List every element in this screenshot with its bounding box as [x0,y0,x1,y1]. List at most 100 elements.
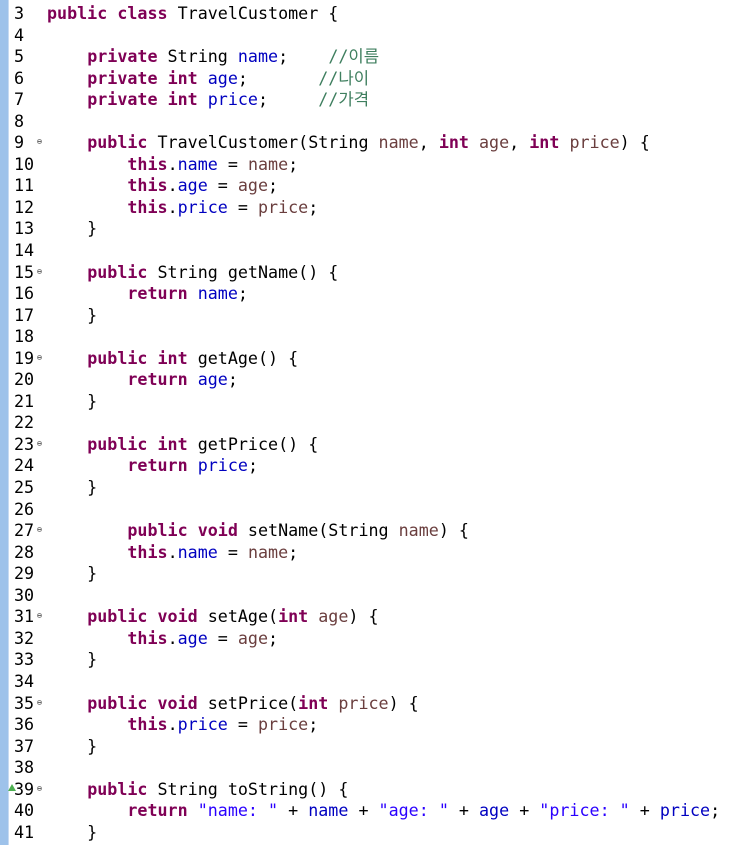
code-token [188,800,198,820]
code-line[interactable]: 4 [14,25,750,47]
code-line[interactable]: 33 } [14,649,750,671]
code-line[interactable]: 13 } [14,218,750,240]
code-token [47,520,127,540]
code-text: return age; [47,369,238,391]
code-token: age [318,606,349,627]
line-number: 3 [14,3,25,23]
code-line[interactable]: 21 } [14,391,750,413]
code-line[interactable]: 29 } [14,563,750,585]
code-line[interactable]: 5 private String name; //이름 [14,46,750,68]
line-number: 26 [14,498,35,519]
code-token [47,154,127,174]
line-number: 13 [14,218,35,239]
overview-ruler[interactable] [0,0,9,845]
code-line[interactable]: 25 } [14,477,750,499]
code-line[interactable]: 38 [14,757,750,779]
code-token: private [87,89,158,110]
line-number: 19 [14,347,35,368]
line-number: 23 [14,433,35,454]
code-line[interactable]: 15 public String getName() { [14,262,750,284]
code-text: this.price = price; [47,714,318,736]
code-token: . [167,175,178,196]
code-token [188,283,198,303]
code-line[interactable]: 17 } [14,305,750,327]
code-line[interactable]: 28 this.name = name; [14,542,750,564]
code-token: int [167,67,198,88]
code-line[interactable]: 27 public void setName(String name) { [14,520,750,542]
code-line[interactable]: 19 public int getAge() { [14,348,750,370]
code-line[interactable]: 8 [14,111,750,133]
code-token: . [167,627,178,648]
code-token: } [47,735,98,756]
code-line[interactable]: 30 [14,585,750,607]
code-line[interactable]: 34 [14,671,750,693]
code-line[interactable]: 20 return age; [14,369,750,391]
line-number: 5 [14,46,25,67]
code-token: . [167,714,178,735]
code-token: } [47,563,98,584]
fold-collapse-icon[interactable] [37,613,42,619]
code-line[interactable]: 9 public TravelCustomer(String name, int… [14,132,750,154]
code-text: private int price; //가격 [47,89,369,111]
code-line[interactable]: 40 return "name: " + name + "age: " + ag… [14,800,750,822]
code-line[interactable]: 23 public int getPrice() { [14,434,750,456]
code-line[interactable]: 35 public void setPrice(int price) { [14,693,750,715]
code-line[interactable]: 10 this.name = name; [14,154,750,176]
code-token [188,455,198,475]
code-token [47,779,87,799]
line-number: 33 [14,649,35,670]
code-line[interactable]: 26 [14,499,750,521]
code-token: name [378,132,419,153]
fold-collapse-icon[interactable] [37,440,42,446]
code-line[interactable]: 24 return price; [14,455,750,477]
code-token [47,197,127,217]
code-token [188,369,198,389]
line-number: 20 [14,369,35,390]
code-line[interactable]: 12 this.price = price; [14,197,750,219]
code-text: public TravelCustomer(String name, int a… [47,132,650,154]
code-line[interactable]: 39 public String toString() { [8,779,750,801]
code-text: public int getPrice() { [47,434,318,456]
code-token [198,89,208,109]
code-token: getAge() { [187,347,299,368]
fold-collapse-icon[interactable] [37,527,42,533]
code-token [47,369,127,389]
code-line[interactable]: 7 private int price; //가격 [14,89,750,111]
code-token: name [398,520,439,541]
line-number: 38 [14,757,35,778]
fold-collapse-icon[interactable] [37,139,42,145]
fold-collapse-icon[interactable] [37,354,42,360]
code-text: private String name; //이름 [47,46,379,68]
code-line[interactable]: 14 [14,240,750,262]
code-line[interactable]: 11 this.age = age; [14,175,750,197]
override-marker-icon[interactable] [8,783,16,791]
line-number: 25 [14,477,35,498]
fold-collapse-icon[interactable] [37,785,42,791]
code-line[interactable]: 6 private int age; //나이 [14,68,750,90]
fold-collapse-icon[interactable] [37,699,42,705]
code-token [559,132,569,152]
code-line[interactable]: 16 return name; [14,283,750,305]
code-text: return name; [47,283,248,305]
code-token: this [127,175,168,196]
code-line[interactable]: 41 } [14,822,750,844]
fold-collapse-icon[interactable] [37,268,42,274]
code-token [158,68,168,88]
code-token: age [479,132,510,153]
code-token: ; [288,153,299,174]
code-line[interactable]: 37 } [14,736,750,758]
code-token: public [87,606,148,627]
code-line[interactable]: 31 public void setAge(int age) { [14,606,750,628]
code-line[interactable]: 22 [14,412,750,434]
code-text: this.age = age; [47,175,278,197]
code-line[interactable]: 36 this.price = price; [14,714,750,736]
code-line[interactable]: 18 [14,326,750,348]
line-number: 31 [14,606,35,627]
code-line[interactable]: 32 this.age = age; [14,628,750,650]
code-token: name [308,800,349,821]
code-token: this [127,627,168,648]
code-token: = [217,541,248,562]
